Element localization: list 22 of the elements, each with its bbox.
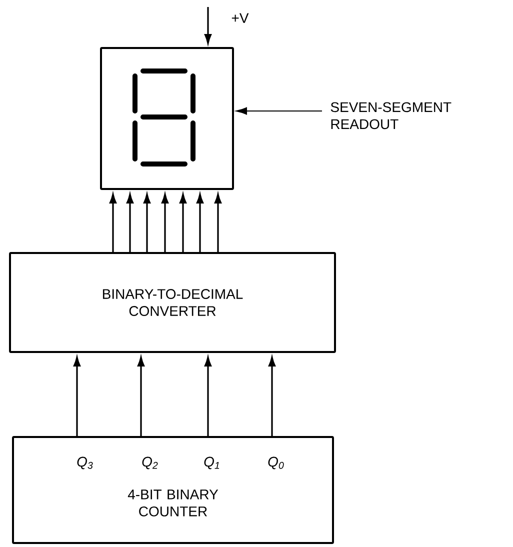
output-label: Q$_{3}$ — [77, 456, 93, 470]
output-label: Q$_{1}$ — [204, 456, 220, 470]
leader-line — [236, 107, 322, 115]
arrow — [196, 194, 204, 252]
readout-box — [100, 47, 234, 190]
edge-label: +V — [232, 13, 249, 23]
arrow — [73, 356, 81, 436]
arrow — [161, 194, 169, 252]
output-label: Q$_{0}$ — [268, 456, 284, 470]
converter-box: BINARY-TO-DECIMAL CONVERTER — [9, 252, 336, 353]
arrow — [214, 194, 222, 252]
arrow — [179, 194, 187, 252]
arrow — [126, 194, 134, 252]
output-label: Q$_{2}$ — [142, 456, 158, 470]
arrow — [204, 7, 212, 44]
arrow — [204, 356, 212, 436]
arrow — [268, 356, 276, 436]
arrow — [109, 194, 117, 252]
box-title: 4-BIT BINARY COUNTER — [128, 490, 218, 516]
callout-text: SEVEN-SEGMENT READOUT — [330, 102, 452, 130]
arrow — [143, 194, 151, 252]
arrow — [137, 356, 145, 436]
